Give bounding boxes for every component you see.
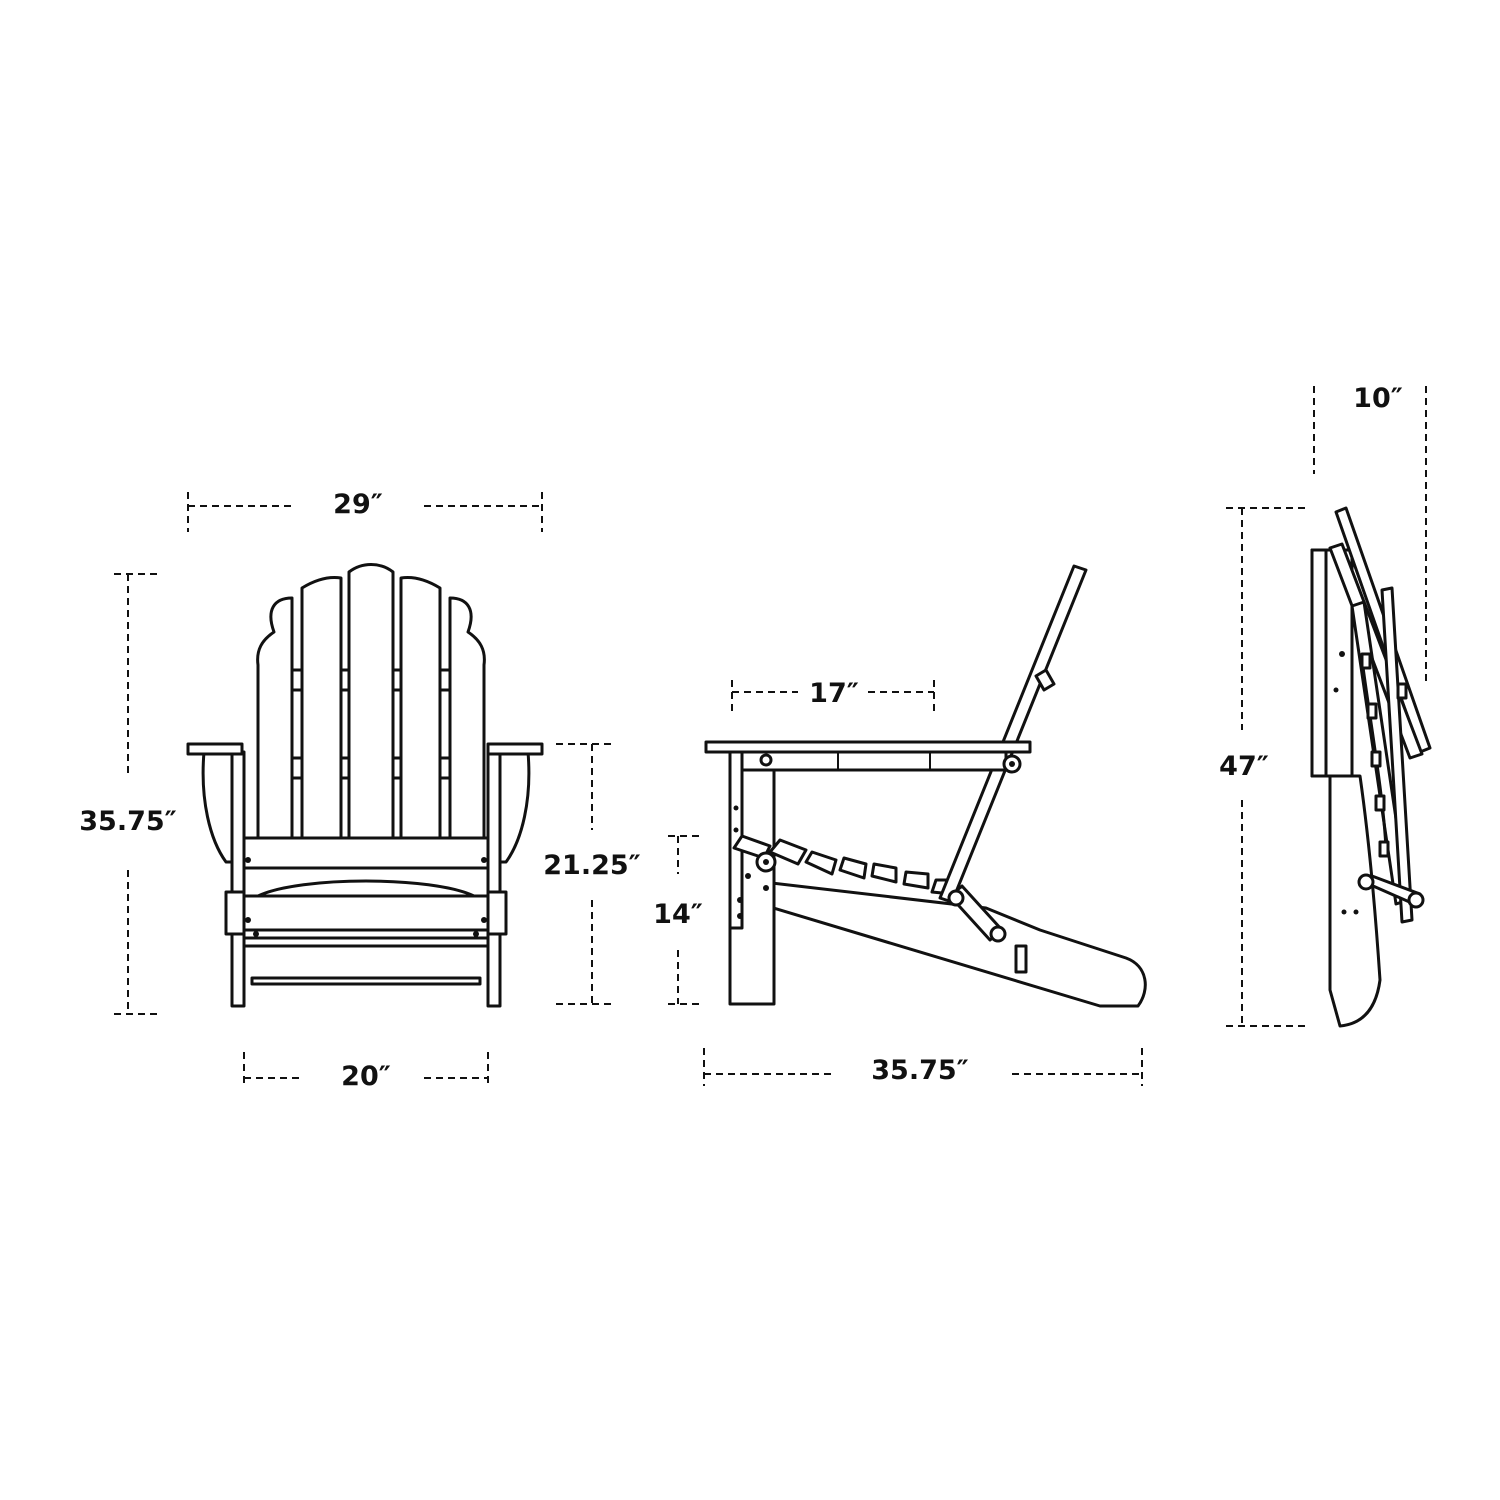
front-view-chair — [186, 563, 544, 1008]
side-depth-label: 35.75″ — [871, 1055, 968, 1086]
front-height-label: 35.75″ — [79, 806, 176, 837]
front-arm-height-label: 21.25″ — [543, 850, 640, 881]
front-width-label: 29″ — [333, 489, 383, 520]
front-seat-width-dimension — [243, 1052, 489, 1086]
side-seat-depth-label: 17″ — [809, 678, 859, 709]
folded-view-chair — [1310, 506, 1432, 1028]
front-width-dimension — [187, 492, 543, 532]
side-depth-dimension — [703, 1048, 1143, 1086]
folded-height-dimension — [1226, 507, 1310, 1027]
side-seat-height-label: 14″ — [653, 899, 703, 930]
front-seat-width-label: 20″ — [341, 1061, 391, 1092]
folded-depth-dimension — [1313, 386, 1427, 684]
side-seat-height-dimension — [668, 835, 704, 1005]
side-seat-depth-dimension — [731, 680, 935, 714]
folded-height-label: 47″ — [1219, 751, 1269, 782]
front-arm-height-dimension — [556, 743, 612, 1005]
folded-depth-label: 10″ — [1353, 383, 1403, 414]
side-view-chair — [704, 564, 1147, 1008]
front-height-dimension — [114, 573, 158, 1015]
